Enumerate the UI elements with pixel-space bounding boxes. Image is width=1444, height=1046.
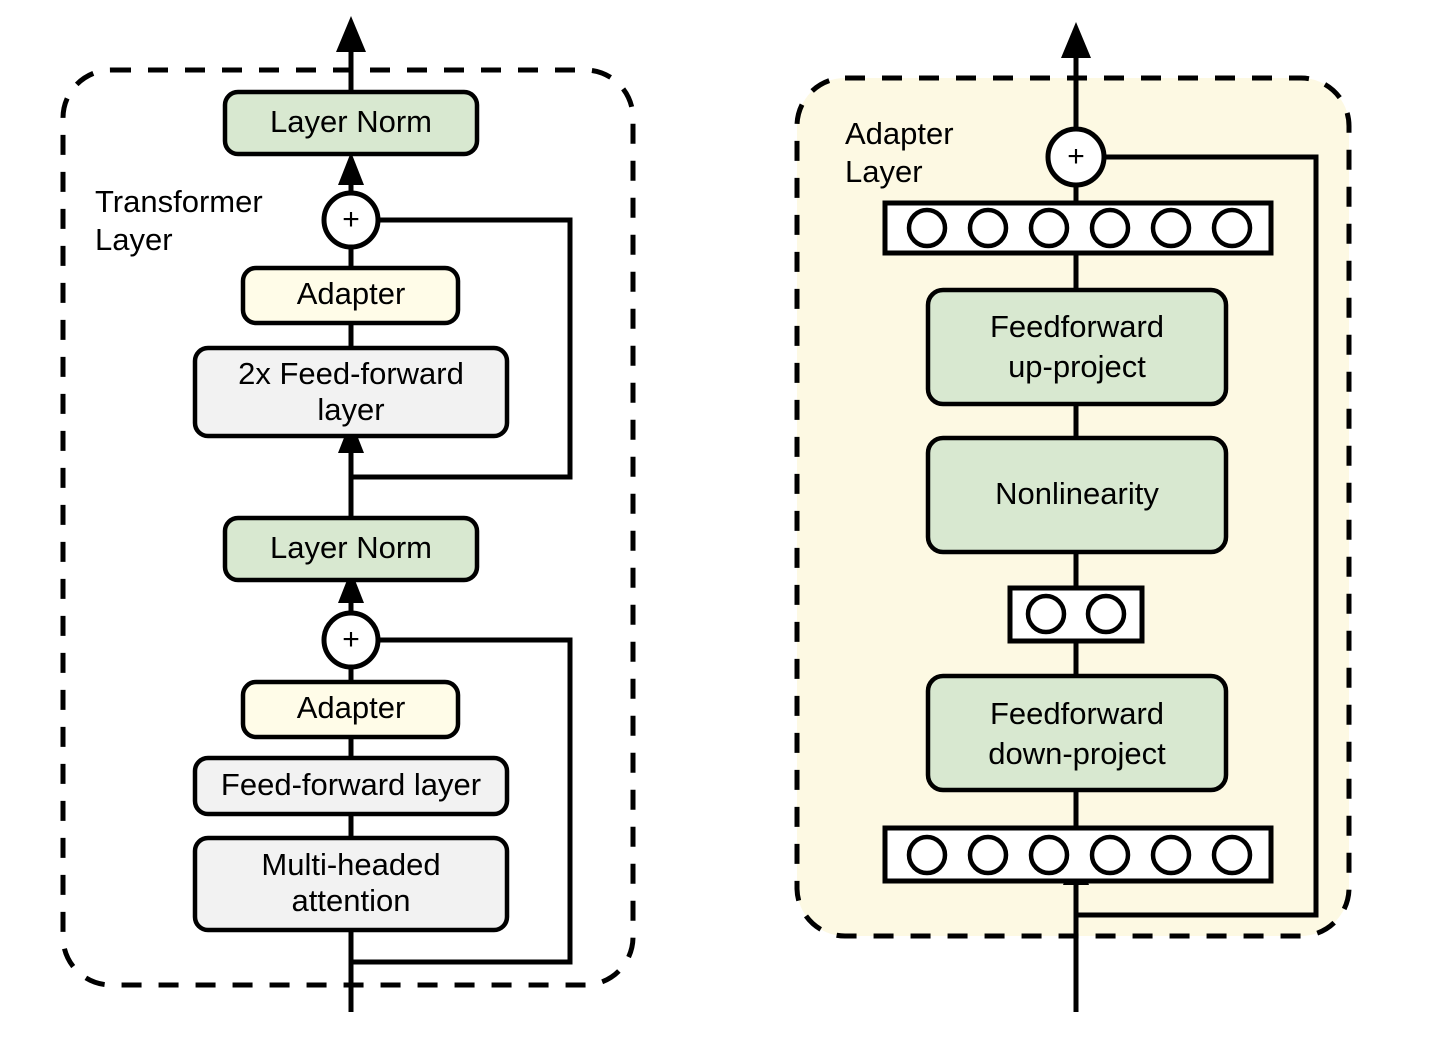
block-feedforward-up-project-label-line1: Feedforward: [990, 309, 1164, 344]
adapter-panel-label-line2: Layer: [845, 154, 923, 189]
block-multi-headed-attention-shape: [192, 835, 510, 933]
neuron-row-bottleneck[interactable]: [1007, 585, 1145, 644]
block-layer-norm-top-shape: [222, 89, 480, 157]
block-multi-headed-attention[interactable]: Multi-headed attention: [192, 835, 510, 933]
block-multi-headed-attention-label-line2: attention: [292, 883, 411, 918]
block-feedforward-down-project-label-line1: Feedforward: [990, 696, 1164, 731]
block-feedforward-down-project-shape: [925, 673, 1229, 793]
block-adapter-bottom-label: Adapter: [297, 690, 406, 725]
neuron-row-output[interactable]: [882, 200, 1274, 256]
block-adapter-top[interactable]: Adapter: [240, 265, 461, 326]
adapter-add-node-symbol: +: [1067, 140, 1085, 173]
block-adapter-top-label: Adapter: [297, 276, 406, 311]
neuron: [1150, 207, 1192, 249]
block-layer-norm-bottom[interactable]: Layer Norm: [222, 515, 480, 583]
block-feedforward-up-project[interactable]: Feedforward up-project: [925, 287, 1229, 407]
block-feed-forward-layer-label: Feed-forward layer: [221, 767, 481, 802]
block-layer-norm-bottom-label: Layer Norm: [270, 530, 432, 565]
block-feed-forward-2x-label-line2: layer: [317, 392, 384, 427]
block-nonlinearity[interactable]: Nonlinearity: [925, 435, 1229, 555]
neuron: [1150, 834, 1192, 876]
arrowhead-adapter-output: [1061, 22, 1091, 58]
arrowhead-add-bottom-to-layernorm: [338, 570, 364, 603]
add-node-top-circle: [321, 190, 381, 250]
block-feed-forward-2x-label-line1: 2x Feed-forward: [238, 356, 464, 391]
block-feed-forward-2x-shape: [192, 345, 510, 439]
neuron: [1085, 593, 1127, 635]
block-layer-norm-bottom-shape: [222, 515, 480, 583]
block-nonlinearity-shape: [925, 435, 1229, 555]
block-multi-headed-attention-label-line1: Multi-headed: [261, 847, 440, 882]
add-node-top-symbol: +: [342, 203, 360, 236]
block-feedforward-down-project-label-line2: down-project: [988, 736, 1166, 771]
neuron: [906, 207, 948, 249]
neuron-row-bottleneck-shape: [1007, 585, 1145, 644]
block-adapter-top-shape: [240, 265, 461, 326]
add-node-top[interactable]: +: [321, 190, 381, 250]
neuron-row-input-shape: [882, 825, 1274, 884]
neuron: [906, 834, 948, 876]
edge-residual-bottom: [351, 637, 573, 965]
block-layer-norm-top-label: Layer Norm: [270, 104, 432, 139]
edge-residual-top: [351, 217, 573, 480]
add-node-bottom-circle: [321, 610, 381, 670]
neuron: [1211, 207, 1253, 249]
add-node-bottom-symbol: +: [342, 623, 360, 656]
block-adapter-bottom[interactable]: Adapter: [240, 679, 461, 740]
transformer-panel-label-line2: Layer: [95, 222, 173, 257]
neuron: [1089, 207, 1131, 249]
transformer-layer-panel: Transformer Layer: [60, 16, 636, 1012]
neuron: [1028, 834, 1070, 876]
block-feedforward-down-project[interactable]: Feedforward down-project: [925, 673, 1229, 793]
adapter-add-node-circle: [1045, 126, 1107, 188]
neuron: [967, 834, 1009, 876]
block-adapter-bottom-shape: [240, 679, 461, 740]
arrowhead-layernorm-output: [336, 16, 366, 52]
block-feed-forward-layer[interactable]: Feed-forward layer: [192, 755, 510, 817]
edge-adapter-skip-connection: [1076, 154, 1319, 918]
block-feed-forward-2x[interactable]: 2x Feed-forward layer: [192, 345, 510, 439]
neuron: [1028, 207, 1070, 249]
block-feed-forward-layer-shape: [192, 755, 510, 817]
adapter-layer-panel: Adapter Layer: [794, 22, 1352, 1012]
adapter-add-node[interactable]: +: [1045, 126, 1107, 188]
neuron: [1025, 593, 1067, 635]
block-layer-norm-top[interactable]: Layer Norm: [222, 89, 480, 157]
transformer-panel-dashed-border: [60, 67, 636, 988]
neuron: [967, 207, 1009, 249]
neuron: [1211, 834, 1253, 876]
neuron-row-output-shape: [882, 200, 1274, 256]
block-feedforward-up-project-label-line2: up-project: [1008, 349, 1146, 384]
add-node-bottom[interactable]: +: [321, 610, 381, 670]
block-feedforward-up-project-shape: [925, 287, 1229, 407]
arrowhead-add-top-to-layernorm: [338, 152, 364, 185]
neuron: [1089, 834, 1131, 876]
block-nonlinearity-label: Nonlinearity: [995, 476, 1159, 511]
adapter-panel-dashed-border: [794, 75, 1352, 939]
neuron-row-input[interactable]: [882, 825, 1274, 884]
transformer-panel-label-line1: Transformer: [95, 184, 263, 219]
adapter-panel-label-line1: Adapter: [845, 116, 954, 151]
